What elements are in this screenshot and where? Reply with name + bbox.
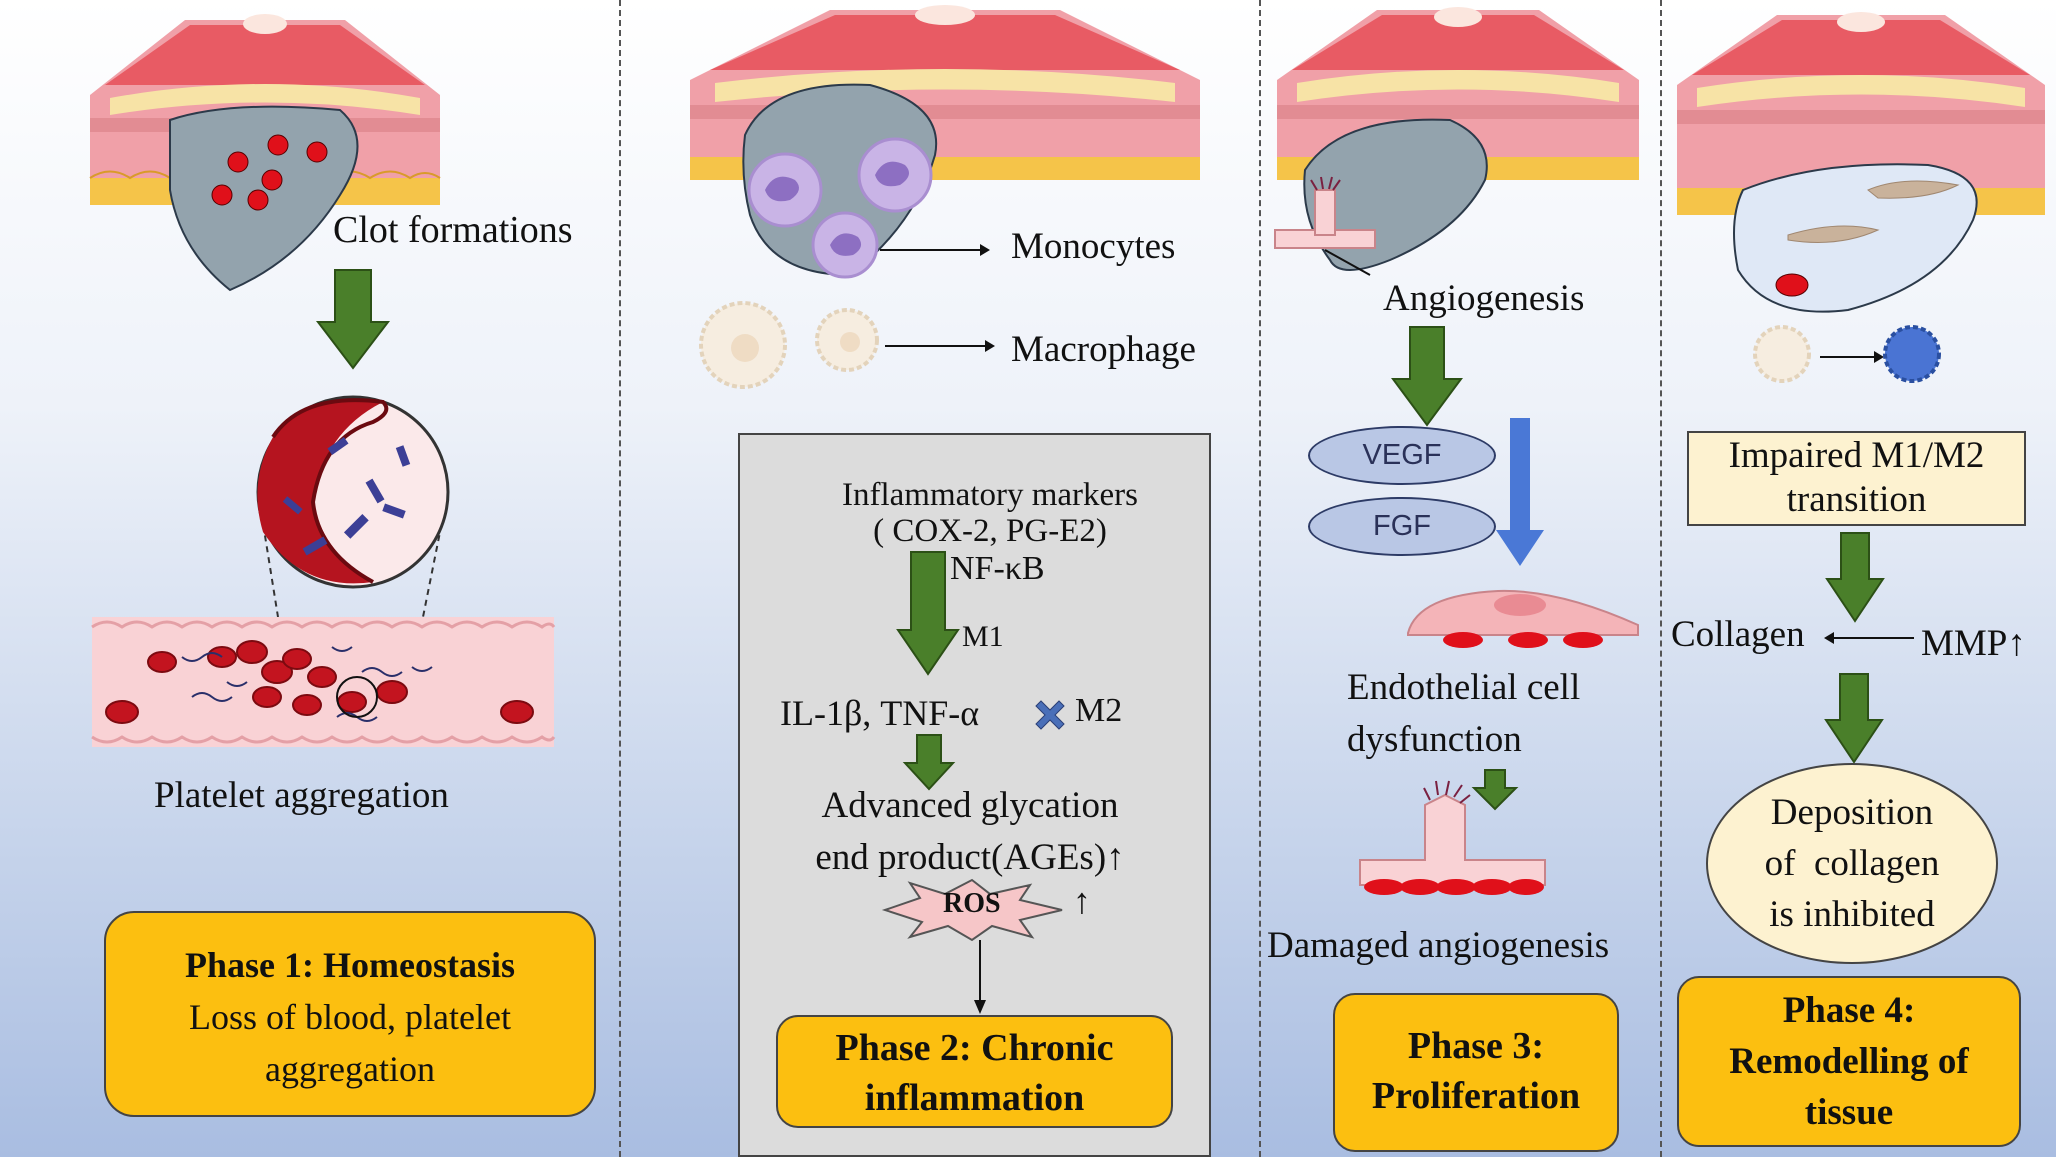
collagen-label: Collagen (1671, 614, 1805, 655)
impaired-transition-box: Impaired M1/M2 transition (1687, 431, 2026, 526)
m2-label: M2 (1075, 692, 1123, 729)
phase3-title-line1: Phase 3: (1407, 1025, 1545, 1067)
arrow-mmp-to-collagen (1824, 632, 1914, 644)
phase4-box: Phase 4: Remodelling of tissue (1677, 976, 2021, 1147)
phase1-desc-line2: aggregation (265, 1049, 435, 1089)
vessel-sprout-icon (1274, 176, 1376, 276)
macrophage-label: Macrophage (1011, 329, 1196, 370)
dysfunction-label: Endothelial cell dysfunction (1347, 662, 1580, 766)
green-down-arrow-icon (1824, 673, 1884, 764)
clot-formations-label: Clot formations (333, 209, 573, 251)
transition-line1: Impaired M1/M2 (1728, 435, 1985, 476)
wound-pocket-2 (742, 83, 938, 277)
fgf-oval: FGF (1308, 497, 1496, 556)
ros-increase-arrow: ↑ (1073, 881, 1091, 921)
dysfunction-line1: Endothelial cell (1347, 667, 1581, 708)
ages-line2: end product(AGEs)↑ (815, 837, 1125, 878)
damaged-angiogenesis-label: Damaged angiogenesis (1267, 925, 1610, 966)
platelet-aggregation-label: Platelet aggregation (154, 775, 449, 816)
inflammatory-markers-label: Inflammatory markers ( COX-2, PG-E2) (790, 477, 1190, 549)
angiogenesis-label: Angiogenesis (1383, 278, 1585, 319)
phase3-title-line2: Proliferation (1371, 1075, 1581, 1117)
blood-vessel-strip (91, 617, 556, 747)
phase1-title: Phase 1: Homeostasis (185, 945, 515, 985)
magnified-platelet-circle (256, 395, 450, 618)
macrophage-transition-icon (1753, 325, 1941, 383)
phase4-title-line3: tissue (1804, 1092, 1894, 1133)
phase4-title-line2: Remodelling of (1729, 1041, 1969, 1082)
phase1-desc-line1: Loss of blood, platelet (189, 997, 511, 1037)
mmp-label: MMP↑ (1921, 623, 2026, 664)
collagen-deposition-oval: Deposition of collagen is inhibited (1706, 763, 1998, 964)
phase4-title-line1: Phase 4: (1782, 990, 1916, 1031)
phase2-box: Phase 2: Chronic inflammation (776, 1015, 1173, 1128)
cytokines-label: IL-1β, TNF-α (780, 693, 980, 733)
nfkb-label: NF-κB (950, 550, 1045, 587)
arrow-to-phase2-box (974, 940, 986, 1014)
divider-1-2 (619, 0, 621, 1157)
divider-3-4 (1660, 0, 1662, 1157)
arrow-to-monocytes (880, 244, 990, 256)
markers-line2: ( COX-2, PG-E2) (873, 513, 1107, 549)
wound-pocket-1 (169, 105, 359, 292)
deposition-line1: Deposition (1770, 792, 1934, 833)
ages-line1: Advanced glycation (821, 785, 1119, 826)
green-down-arrow-icon (1471, 769, 1519, 811)
deposition-line3: is inhibited (1769, 894, 1935, 935)
m1-label: M1 (962, 620, 1004, 653)
green-down-arrow-icon (896, 551, 960, 676)
markers-line1: Inflammatory markers (842, 477, 1138, 513)
green-down-arrow-icon (902, 734, 956, 791)
deposition-line2: of collagen (1764, 843, 1940, 884)
endothelial-cell-icon (1407, 589, 1639, 648)
monocytes-label: Monocytes (1011, 226, 1176, 267)
transition-line2: transition (1786, 479, 1927, 520)
macrophage-cells (699, 301, 879, 389)
wound-pocket-4 (1733, 163, 1978, 313)
dysfunction-line2: dysfunction (1347, 719, 1522, 760)
damaged-vessel-icon (1359, 780, 1546, 895)
arrow-to-macrophage (885, 340, 995, 352)
blue-down-arrow-icon (1496, 418, 1544, 566)
phase2-title-line2: inflammation (864, 1077, 1085, 1119)
phase2-title-line1: Phase 2: Chronic (835, 1027, 1114, 1069)
blocked-x-icon (1035, 700, 1065, 730)
divider-2-3 (1259, 0, 1261, 1157)
phase3-box: Phase 3: Proliferation (1333, 993, 1619, 1152)
ros-burst-icon (881, 878, 1063, 942)
ages-label: Advanced glycation end product(AGEs)↑ (760, 780, 1180, 884)
ros-label: ROS (943, 888, 1001, 919)
green-down-arrow-icon (315, 269, 391, 370)
green-down-arrow-icon (1825, 532, 1885, 623)
green-down-arrow-icon (1391, 326, 1463, 427)
monocyte-cells (747, 137, 933, 279)
vegf-oval: VEGF (1308, 426, 1496, 485)
phase1-box: Phase 1: Homeostasis Loss of blood, plat… (104, 911, 596, 1117)
